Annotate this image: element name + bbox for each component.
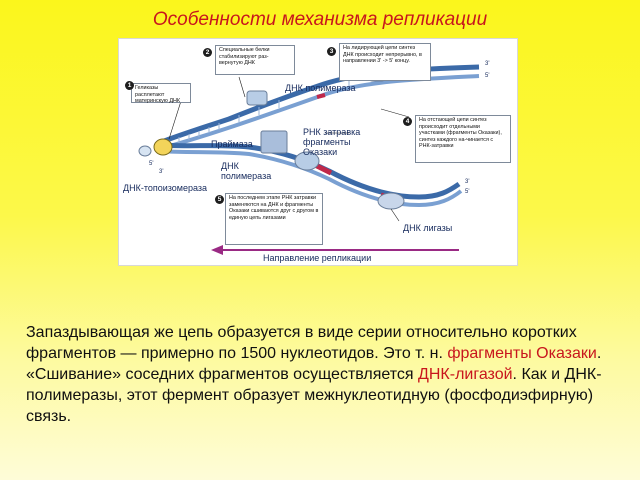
body-okazaki-term: фрагменты Оказаки: [447, 345, 597, 362]
marker-3: 3: [327, 47, 336, 56]
label-rna-primer-text: РНК затравка: [303, 127, 361, 137]
topoisomerase-shape: [138, 145, 152, 157]
end-left-5: 5': [149, 161, 154, 167]
direction-arrow-head: [211, 245, 223, 255]
marker-1: 1: [125, 81, 134, 90]
end-top-right-3: 3': [485, 61, 490, 67]
callout-helicase: Геликазы расплетают материнскую ДНК: [131, 83, 191, 104]
marker-2: 2: [203, 48, 212, 57]
label-primase: Праймаза: [211, 139, 253, 149]
ligase-shape: [377, 192, 405, 210]
rna-primer-segment-1: [313, 162, 333, 176]
body-p1-end: .: [596, 345, 602, 362]
label-dna-polymerase-mid: ДНК полимераза: [221, 161, 272, 181]
label-replication-direction: Направление репликации: [263, 253, 372, 263]
body-p2-end: . Как и ДНК-полимеразы, этот фермент обр…: [26, 366, 602, 425]
rna-primer-segment-3: [316, 93, 326, 99]
replication-diagram: Геликазы расплетают материнскую ДНК Спец…: [118, 38, 518, 266]
end-bottom-right-3: 3': [465, 179, 470, 185]
end-bottom-right-5: 5': [465, 189, 470, 195]
label-dna-polymerase-top: ДНК полимераза: [285, 83, 356, 93]
callout-stabilizing-proteins: Специальные белки стабилизируют раз-верн…: [215, 45, 295, 75]
marker-4: 4: [403, 117, 412, 126]
body-text: Запаздывающая же цепь образуется в виде …: [26, 322, 622, 427]
polymerase-lag-shape: [294, 151, 320, 171]
end-left-3: 3': [159, 169, 164, 175]
callout-leading-strand: На лидирующей цепи синтез ДНК происходит…: [339, 43, 431, 81]
body-p2-text: «Сшивание» соседних фрагментов осуществл…: [26, 366, 419, 383]
polymerase-top-shape: [246, 90, 268, 106]
marker-5: 5: [215, 195, 224, 204]
lagging-dna-strand-b: [158, 149, 463, 208]
body-p1-text: Запаздывающая же цепь образуется в виде …: [26, 324, 577, 362]
helicase-shape: [153, 138, 173, 156]
end-top-right-5: 5': [485, 73, 490, 79]
label-ligase: ДНК лигазы: [403, 223, 453, 233]
label-rna-primer: РНК затравка фрагменты Оказаки: [303, 127, 373, 157]
body-ligase-term: ДНК-лигазой: [418, 366, 513, 383]
callout-ligase-step: На последнем этапе РНК затравки заменяют…: [225, 193, 323, 245]
slide-title: Особенности механизма репликации: [152, 9, 488, 30]
callout-lagging-strand: На отстающей цепи синтез происходит отде…: [415, 115, 511, 163]
callout-pointers: [168, 66, 410, 222]
label-topoisomerase: ДНК-топоизомераза: [123, 183, 208, 193]
primase-shape: [260, 130, 288, 154]
label-okazaki-fragments: фрагменты Оказаки: [303, 137, 351, 157]
